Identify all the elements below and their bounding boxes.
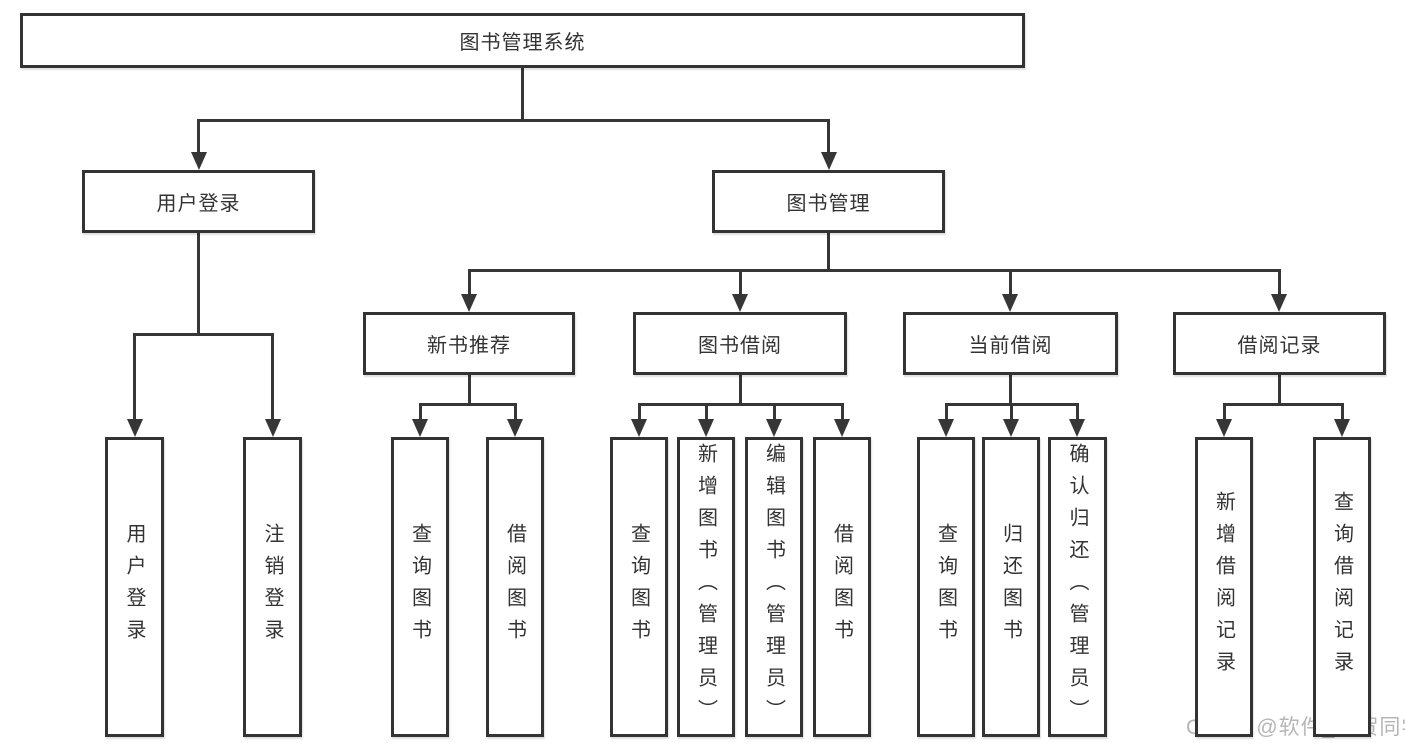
node-search-books-current: 查询图书 xyxy=(917,437,975,737)
connector-line xyxy=(638,403,844,406)
arrow-down-icon xyxy=(820,152,837,170)
connector-line xyxy=(1075,403,1079,419)
node-logout-user: 注销登录 xyxy=(243,437,302,737)
node-add-borrow-record: 新增借阅记录 xyxy=(1195,437,1253,737)
connector-line xyxy=(467,269,471,294)
node-user-login-label: 用户登录 xyxy=(156,193,241,215)
node-search-books-recommend-label: 查询图书 xyxy=(408,523,431,651)
node-add-books-admin-label: 新增图书（管理员） xyxy=(694,443,717,731)
arrow-down-icon xyxy=(1271,294,1287,312)
connector-line xyxy=(513,403,517,419)
node-new-book-recommendation: 新书推荐 xyxy=(363,312,575,375)
node-search-books-recommend: 查询图书 xyxy=(391,437,449,737)
arrow-down-icon xyxy=(1003,419,1019,437)
connector-line xyxy=(738,269,742,294)
arrow-down-icon xyxy=(631,419,647,437)
arrow-down-icon xyxy=(412,419,428,437)
connector-line xyxy=(197,233,200,335)
connector-line xyxy=(133,333,274,336)
node-search-borrow-record-label: 查询借阅记录 xyxy=(1330,491,1353,683)
arrow-down-icon xyxy=(1002,294,1018,312)
node-borrow-books-label: 借阅图书 xyxy=(830,523,853,651)
connector-line xyxy=(468,375,471,405)
node-login-user: 用户登录 xyxy=(105,437,164,737)
node-add-borrow-record-label: 新增借阅记录 xyxy=(1212,491,1235,683)
node-login-user-label: 用户登录 xyxy=(123,523,145,651)
connector-line xyxy=(1008,269,1012,294)
arrow-down-icon xyxy=(264,419,281,437)
connector-line xyxy=(133,333,136,419)
connector-line xyxy=(1223,403,1344,406)
connector-line xyxy=(271,333,274,419)
connector-line xyxy=(1278,375,1281,405)
node-new-book-recommendation-label: 新书推荐 xyxy=(427,335,511,357)
node-borrowing-records-label: 借阅记录 xyxy=(1237,335,1322,357)
node-user-login: 用户登录 xyxy=(82,170,315,233)
arrow-down-icon xyxy=(766,419,782,437)
connector-line xyxy=(1340,403,1344,419)
arrow-down-icon xyxy=(732,294,748,312)
arrow-down-icon xyxy=(1216,419,1232,437)
node-book-borrowing-label: 图书借阅 xyxy=(698,335,782,357)
node-book-management: 图书管理 xyxy=(712,170,945,233)
connector-line xyxy=(197,119,200,152)
arrow-down-icon xyxy=(834,419,850,437)
node-borrow-books: 借阅图书 xyxy=(813,437,871,737)
node-borrowing-records: 借阅记录 xyxy=(1173,312,1386,375)
node-borrow-books-recommend: 借阅图书 xyxy=(486,437,544,737)
connector-line xyxy=(944,403,948,419)
arrow-down-icon xyxy=(126,419,143,437)
node-root-label: 图书管理系统 xyxy=(459,32,586,54)
connector-line xyxy=(739,375,742,405)
arrow-down-icon xyxy=(507,419,523,437)
node-add-books-admin: 新增图书（管理员） xyxy=(677,437,735,737)
arrow-down-icon xyxy=(190,152,207,170)
connector-line xyxy=(827,119,830,152)
arrow-down-icon xyxy=(938,419,954,437)
arrow-down-icon xyxy=(461,294,477,312)
connector-line xyxy=(1277,269,1281,294)
connector-line xyxy=(840,403,844,419)
node-book-management-label: 图书管理 xyxy=(786,193,871,215)
node-book-borrowing: 图书借阅 xyxy=(633,312,847,375)
node-return-books: 归还图书 xyxy=(982,437,1040,737)
connector-line xyxy=(772,403,776,419)
node-edit-books-admin-label: 编辑图书（管理员） xyxy=(762,443,785,731)
connector-line xyxy=(827,233,830,271)
node-confirm-return-admin: 确认归还（管理员） xyxy=(1048,437,1107,737)
node-search-books-borrowing-label: 查询图书 xyxy=(627,523,650,651)
node-borrow-books-recommend-label: 借阅图书 xyxy=(503,523,526,651)
arrow-down-icon xyxy=(698,419,714,437)
node-edit-books-admin: 编辑图书（管理员） xyxy=(745,437,803,737)
node-current-borrowing: 当前借阅 xyxy=(903,312,1118,375)
connector-line xyxy=(418,403,422,419)
node-confirm-return-admin-label: 确认归还（管理员） xyxy=(1066,443,1088,731)
arrow-down-icon xyxy=(1334,419,1350,437)
node-return-books-label: 归还图书 xyxy=(999,523,1022,651)
connector-line xyxy=(197,119,830,122)
connector-line xyxy=(1009,375,1012,405)
connector-line xyxy=(637,403,641,419)
connector-line xyxy=(468,269,1281,272)
connector-line xyxy=(1222,403,1226,419)
arrow-down-icon xyxy=(1069,419,1085,437)
connector-line xyxy=(521,68,524,120)
node-current-borrowing-label: 当前借阅 xyxy=(968,335,1053,357)
node-search-borrow-record: 查询借阅记录 xyxy=(1313,437,1371,737)
node-search-books-current-label: 查询图书 xyxy=(934,523,957,651)
node-root: 图书管理系统 xyxy=(20,13,1025,68)
connector-line xyxy=(419,403,517,406)
connector-line xyxy=(704,403,708,419)
connector-line xyxy=(1009,403,1013,419)
node-logout-user-label: 注销登录 xyxy=(261,523,283,651)
node-search-books-borrowing: 查询图书 xyxy=(610,437,668,737)
